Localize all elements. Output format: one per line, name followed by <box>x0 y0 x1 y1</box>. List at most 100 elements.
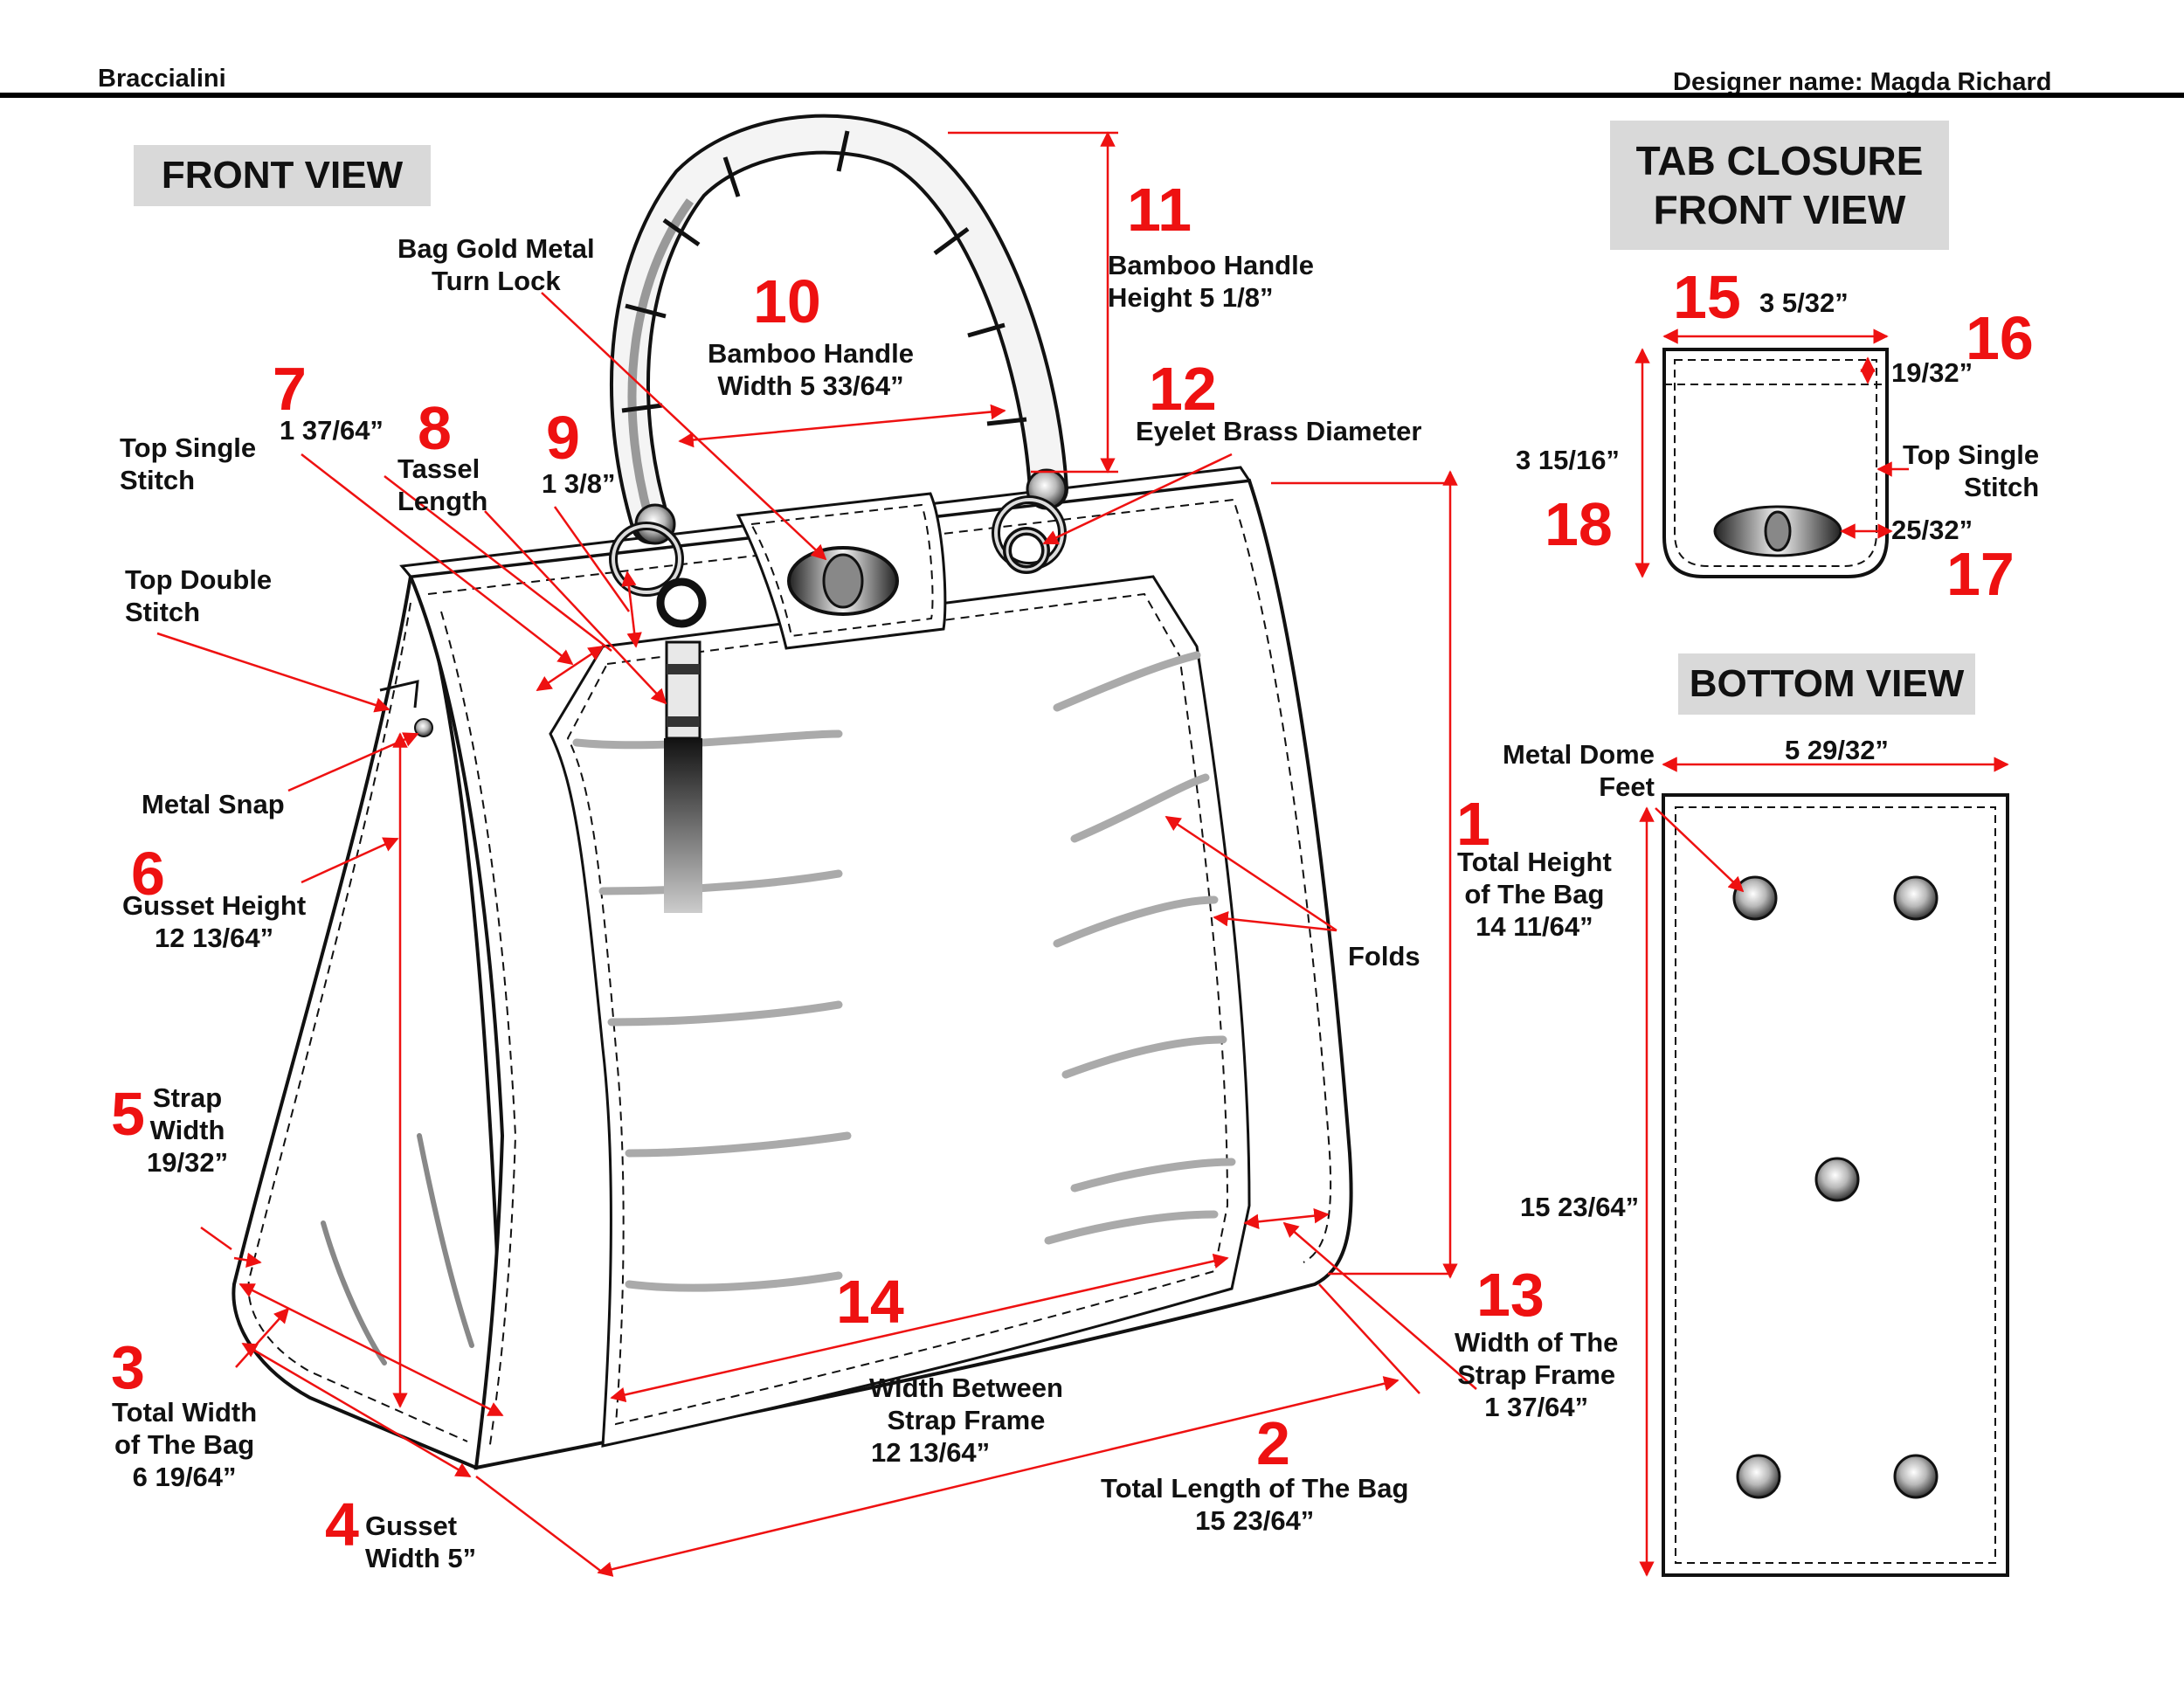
tab-dim-16-value: 19/32” <box>1891 357 1973 388</box>
handle-height-label-line2: Height 5 1/8” <box>1108 282 1274 313</box>
turn-lock-label-line2: Turn Lock <box>432 266 561 296</box>
callout-number-6: 6 <box>131 840 165 908</box>
top-double-stitch-line2: Stitch <box>125 597 201 627</box>
total-height-line1: Total Height <box>1457 847 1612 877</box>
callout-number-2: 2 <box>1256 1409 1290 1477</box>
callout-number-9: 9 <box>546 404 580 472</box>
callout-number-14: 14 <box>836 1268 904 1336</box>
dome-foot <box>1736 1454 1781 1499</box>
top-single-stitch-line2: Stitch <box>120 465 196 495</box>
tassel-label-line1: Tassel <box>397 453 480 484</box>
dome-foot <box>1814 1157 1860 1202</box>
callout-number-3: 3 <box>111 1333 145 1401</box>
turn-lock-label-line1: Bag Gold Metal <box>397 233 595 264</box>
handle-rings <box>609 495 1067 597</box>
strap-width-line2: Width <box>149 1115 225 1145</box>
width-between-line2: Strap Frame <box>887 1405 1046 1435</box>
total-width-line1: Total Width <box>112 1397 258 1428</box>
callout-number-11: 11 <box>1127 176 1192 244</box>
header-rule <box>0 93 2184 98</box>
total-width-label: Total Width of The Bag 6 19/64” <box>112 1396 257 1493</box>
handle-width-label-line2: Width 5 33/64” <box>717 370 904 401</box>
total-length-label: Total Length of The Bag 15 23/64” <box>1101 1472 1408 1537</box>
top-single-stitch-line1: Top Single <box>120 432 257 463</box>
metal-dome-feet-label: Metal Dome Feet <box>1503 738 1655 803</box>
tab-top-single-stitch-label: Top Single Stitch <box>1903 439 2039 503</box>
strap-frame-line2: Strap Frame <box>1457 1359 1616 1390</box>
tab-stitch-line2: Stitch <box>1964 472 2040 502</box>
gusset-height-line2: 12 13/64” <box>154 923 274 953</box>
handle-width-label-line1: Bamboo Handle <box>708 338 914 369</box>
dome-feet-line2: Feet <box>1599 771 1655 802</box>
closure-flap <box>736 492 947 650</box>
strap-width-line1: Strap <box>152 1082 223 1113</box>
strap-frame-line3: 1 37/64” <box>1484 1392 1589 1422</box>
total-length-line2: 15 23/64” <box>1195 1505 1315 1536</box>
brand-name: Braccialini <box>98 65 226 93</box>
bottom-length-value: 15 23/64” <box>1520 1192 1640 1222</box>
tassel-length-label: Tassel Length <box>397 453 487 517</box>
callout-number-5: 5 <box>111 1080 145 1148</box>
total-height-label: Total Height of The Bag 14 11/64” <box>1457 846 1612 943</box>
width-between-line1: Width Between <box>869 1372 1063 1403</box>
total-height-line3: 14 11/64” <box>1476 911 1593 942</box>
tab-width-value: 3 5/32” <box>1759 287 1849 318</box>
callout-number-10: 10 <box>753 267 821 335</box>
dome-feet-line1: Metal Dome <box>1503 739 1655 770</box>
callout-number-4: 4 <box>325 1490 359 1559</box>
dimension-lines <box>156 131 2009 1577</box>
callout-number-18: 18 <box>1545 490 1613 558</box>
callout-number-17: 17 <box>1946 540 2015 608</box>
handle-height-label-line1: Bamboo Handle <box>1108 250 1314 280</box>
gusset-width-line1: Gusset <box>365 1511 458 1541</box>
callout-number-7: 7 <box>273 355 307 423</box>
gusset-height-line1: Gusset Height <box>122 890 307 921</box>
tab-dim-17-value: 25/32” <box>1891 515 1973 545</box>
top-single-stitch-label: Top Single Stitch <box>120 432 256 496</box>
callout-number-12: 12 <box>1149 355 1217 423</box>
folds-label: Folds <box>1348 941 1420 971</box>
metal-snap-label: Metal Snap <box>142 789 285 819</box>
gusset-width-line2: Width 5” <box>365 1543 477 1573</box>
tab-closure-title-line2: FRONT VIEW <box>1653 187 1906 232</box>
callout-number-13: 13 <box>1476 1261 1545 1329</box>
turn-lock-label: Bag Gold Metal Turn Lock <box>397 232 595 297</box>
total-width-line2: of The Bag <box>114 1429 255 1460</box>
dome-foot <box>1893 875 1939 921</box>
designer-name: Designer name: Magda Richard <box>1673 68 2052 96</box>
strap-frame-width-label: Width of The Strap Frame 1 37/64” <box>1455 1326 1618 1423</box>
tassel <box>656 577 707 913</box>
callout-number-15: 15 <box>1673 263 1741 331</box>
tab-height-value: 3 15/16” <box>1516 445 1620 475</box>
total-height-line2: of The Bag <box>1464 879 1605 909</box>
bottom-view-drawing <box>1662 793 2009 1577</box>
callout-number-1: 1 <box>1456 790 1490 858</box>
top-double-stitch-line1: Top Double <box>125 564 273 595</box>
bamboo-handle <box>610 114 1068 545</box>
width-between-strap-frame-label: Width Between Strap Frame 12 13/64” <box>869 1372 1063 1469</box>
tab-closure-drawing <box>1662 348 1889 578</box>
gusset-height-label: Gusset Height 12 13/64” <box>122 889 306 954</box>
tassel-label-line2: Length <box>397 486 488 516</box>
handle-height-label: Bamboo Handle Height 5 1/8” <box>1108 249 1314 314</box>
dim-7-value: 1 37/64” <box>280 415 384 446</box>
strap-width-label: Strap Width 19/32” <box>147 1082 228 1179</box>
dome-foot <box>1893 1454 1939 1499</box>
strap-frame-line1: Width of The <box>1455 1327 1619 1358</box>
total-width-line3: 6 19/64” <box>132 1462 237 1492</box>
bottom-width-value: 5 29/32” <box>1785 735 1889 765</box>
top-double-stitch-label: Top Double Stitch <box>125 563 272 628</box>
width-between-line3: 12 13/64” <box>871 1437 991 1468</box>
tab-stitch-line1: Top Single <box>1903 439 2040 470</box>
tab-closure-title: TAB CLOSURE FRONT VIEW <box>1610 121 1949 250</box>
tab-closure-title-line1: TAB CLOSURE <box>1635 138 1924 183</box>
handle-width-label: Bamboo Handle Width 5 33/64” <box>708 337 914 402</box>
dim-9-value: 1 3/8” <box>542 468 616 499</box>
metal-snap <box>414 718 433 737</box>
strap-width-line3: 19/32” <box>147 1147 229 1178</box>
front-view-title: FRONT VIEW <box>134 145 431 206</box>
callout-number-16: 16 <box>1966 304 2034 372</box>
total-length-line1: Total Length of The Bag <box>1101 1473 1409 1504</box>
gusset-width-label: Gusset Width 5” <box>365 1510 476 1574</box>
